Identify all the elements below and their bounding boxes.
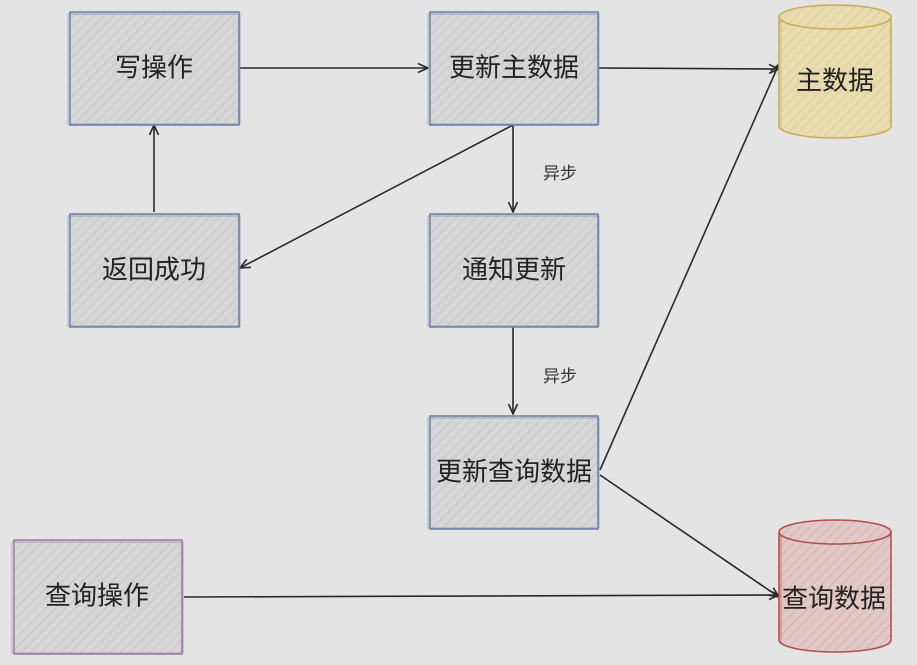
main-db-cylinder-top <box>778 4 892 30</box>
edges <box>154 64 779 597</box>
query-db-cylinder-body <box>778 532 892 653</box>
notify-update-box-sketch <box>427 215 600 327</box>
update-main-box <box>429 11 599 126</box>
query-db-label: 查询数据 <box>782 585 886 615</box>
update-main-box-sketch <box>427 13 600 125</box>
query-op-label: 查询操作 <box>45 582 149 612</box>
edge-update-main-to-return-success <box>240 124 514 268</box>
write-op-box <box>69 11 240 126</box>
return-success-box <box>69 213 240 328</box>
node-update-main[interactable]: 更新主数据 <box>427 11 600 126</box>
edge-update-query-to-query-db <box>599 474 779 597</box>
edge-update-main-to-main-db <box>598 68 779 69</box>
write-op-box-sketch <box>67 13 241 125</box>
query-op-box-sketch <box>11 541 184 654</box>
return-success-box-sketch <box>67 215 241 327</box>
main-db-cylinder-body <box>778 17 892 139</box>
node-return-success[interactable]: 返回成功 <box>67 213 241 328</box>
update-query-label: 更新查询数据 <box>436 458 592 488</box>
query-op-box <box>13 539 183 655</box>
node-update-query[interactable]: 更新查询数据 <box>427 415 600 530</box>
query-db-cylinder-top <box>778 519 892 545</box>
update-query-box-sketch <box>427 417 600 529</box>
edge-label-async-1: 异步 <box>543 164 577 184</box>
edge-update-query-to-main-db <box>599 64 779 471</box>
node-query-db[interactable]: 查询数据 <box>778 519 892 653</box>
update-query-box <box>429 415 599 530</box>
node-notify-update[interactable]: 通知更新 <box>427 213 600 328</box>
main-db-label: 主数据 <box>796 67 874 97</box>
node-query-op[interactable]: 查询操作 <box>11 539 184 655</box>
return-success-label: 返回成功 <box>102 256 206 286</box>
write-op-label: 写操作 <box>115 54 193 84</box>
node-write-op[interactable]: 写操作 <box>67 11 241 126</box>
node-main-db[interactable]: 主数据 <box>778 4 892 139</box>
edge-query-op-to-query-db <box>183 595 779 597</box>
update-main-label: 更新主数据 <box>449 54 579 84</box>
notify-update-label: 通知更新 <box>462 256 566 286</box>
notify-update-box <box>429 213 599 328</box>
edge-label-async-2: 异步 <box>543 367 577 387</box>
